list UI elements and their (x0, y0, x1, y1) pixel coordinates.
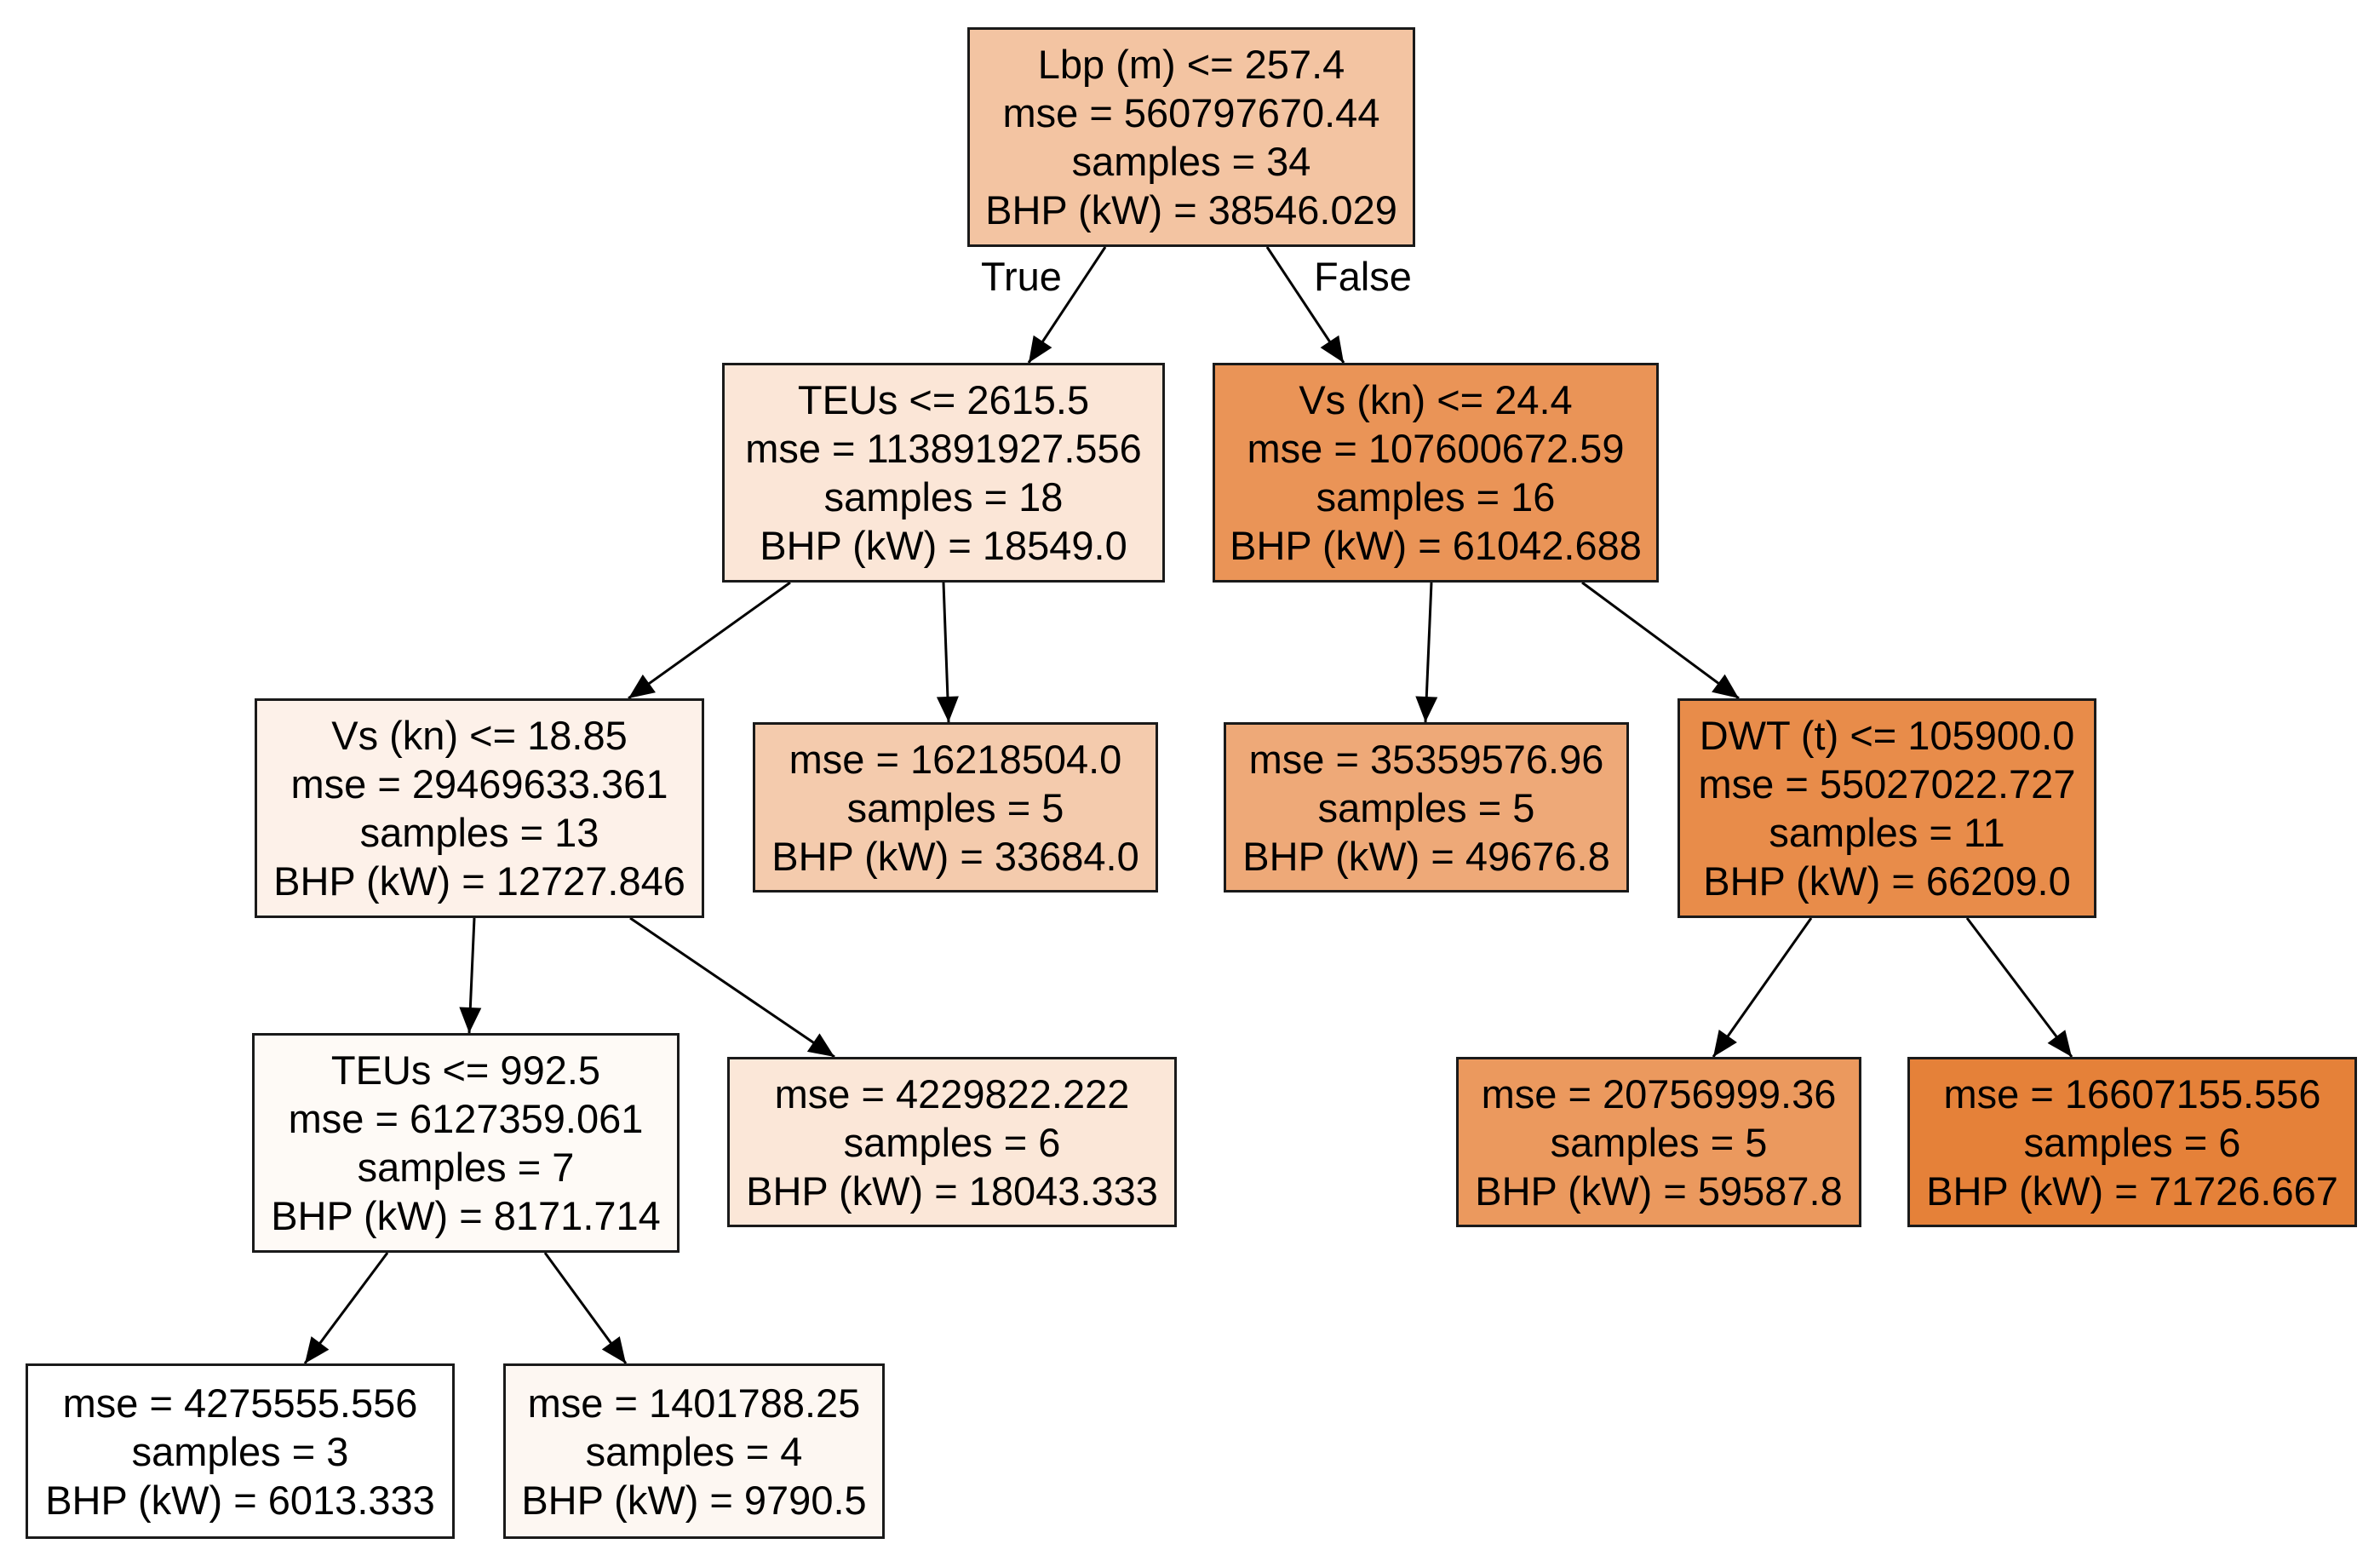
edge-n1-n3 (628, 581, 791, 700)
arrowhead-n6-n9 (1713, 1029, 1737, 1057)
edge-n6-n9 (1712, 917, 1813, 1058)
node-text-line: mse = 4229822.222 (774, 1070, 1130, 1116)
edge-label-true: True (981, 254, 1062, 299)
node-text-line: BHP (kW) = 33684.0 (771, 833, 1139, 879)
node-text-line: samples = 5 (1317, 784, 1535, 830)
node-text-line: BHP (kW) = 49676.8 (1242, 833, 1610, 879)
node-text-line: DWT (t) <= 105900.0 (1699, 713, 2075, 758)
arrowhead-n6-n10 (2047, 1030, 2072, 1057)
node-text-line: samples = 6 (843, 1119, 1061, 1165)
node-text-line: mse = 55027022.727 (1698, 761, 2076, 806)
node-text-line: TEUs <= 2615.5 (797, 377, 1090, 422)
node-text-line: samples = 3 (131, 1428, 349, 1474)
node-text-line: mse = 16607155.556 (1943, 1070, 2321, 1116)
node-text-line: mse = 1401788.25 (527, 1380, 861, 1426)
node-text-line: BHP (kW) = 66209.0 (1703, 858, 2071, 904)
node-text-line: samples = 6 (2023, 1119, 2241, 1165)
node-text-line: Lbp (m) <= 257.4 (1037, 42, 1345, 87)
node-text-line: BHP (kW) = 18043.333 (746, 1168, 1158, 1214)
node-text-line: mse = 20756999.36 (1481, 1070, 1837, 1116)
node-text-line: mse = 4275555.556 (62, 1380, 418, 1426)
node-text-line: mse = 560797670.44 (1002, 90, 1380, 135)
node-text-line: samples = 4 (585, 1428, 803, 1474)
node-text-line: mse = 29469633.361 (290, 761, 668, 806)
edge-n6-n10 (1965, 917, 2073, 1058)
node-text-line: mse = 6127359.061 (288, 1096, 644, 1141)
node-text-line: BHP (kW) = 71726.667 (1926, 1168, 2338, 1214)
node-text-line: mse = 35359576.96 (1248, 736, 1604, 782)
arrowhead-n2-n5 (1415, 696, 1438, 722)
node-text-line: BHP (kW) = 6013.333 (45, 1477, 435, 1523)
edge-label-false: False (1314, 254, 1412, 299)
node-text-line: samples = 16 (1316, 474, 1556, 519)
node-text-line: BHP (kW) = 8171.714 (271, 1193, 661, 1238)
arrowhead-n1-n3 (628, 674, 656, 698)
arrowhead-n2-n6 (1712, 674, 1739, 698)
arrowhead-n3-n8 (806, 1033, 834, 1057)
node-text-line: BHP (kW) = 38546.029 (985, 187, 1397, 232)
node-text-line: samples = 13 (359, 810, 599, 855)
arrowhead-n1-n4 (936, 696, 959, 722)
node-text-line: mse = 16218504.0 (789, 736, 1122, 782)
node-text-line: BHP (kW) = 9790.5 (521, 1477, 867, 1523)
arrowhead-n0-n1 (1029, 335, 1052, 363)
node-text-line: Vs (kn) <= 18.85 (331, 713, 628, 758)
node-text-line: samples = 18 (823, 474, 1064, 519)
arrowhead-n7-n11 (305, 1336, 330, 1363)
node-text-line: mse = 113891927.556 (745, 426, 1142, 471)
node-text-line: BHP (kW) = 59587.8 (1475, 1168, 1843, 1214)
node-text-line: samples = 5 (846, 784, 1064, 830)
edge-n2-n6 (1581, 581, 1740, 700)
node-text-line: samples = 34 (1071, 139, 1311, 184)
node-text-line: samples = 5 (1550, 1119, 1768, 1165)
node-text-line: samples = 11 (1769, 810, 2005, 855)
node-text-line: BHP (kW) = 61042.688 (1230, 523, 1642, 568)
node-text-line: Vs (kn) <= 24.4 (1299, 377, 1573, 422)
arrowhead-n0-n2 (1320, 335, 1344, 363)
arrowhead-n7-n12 (601, 1336, 626, 1363)
node-text-line: samples = 7 (357, 1145, 575, 1190)
edge-n3-n8 (629, 916, 835, 1059)
node-text-line: mse = 107600672.59 (1247, 426, 1625, 471)
arrowhead-n3-n7 (459, 1007, 482, 1033)
node-text-line: BHP (kW) = 18549.0 (760, 523, 1127, 568)
node-text-line: TEUs <= 992.5 (330, 1048, 601, 1093)
node-text-line: BHP (kW) = 12727.846 (273, 858, 685, 904)
